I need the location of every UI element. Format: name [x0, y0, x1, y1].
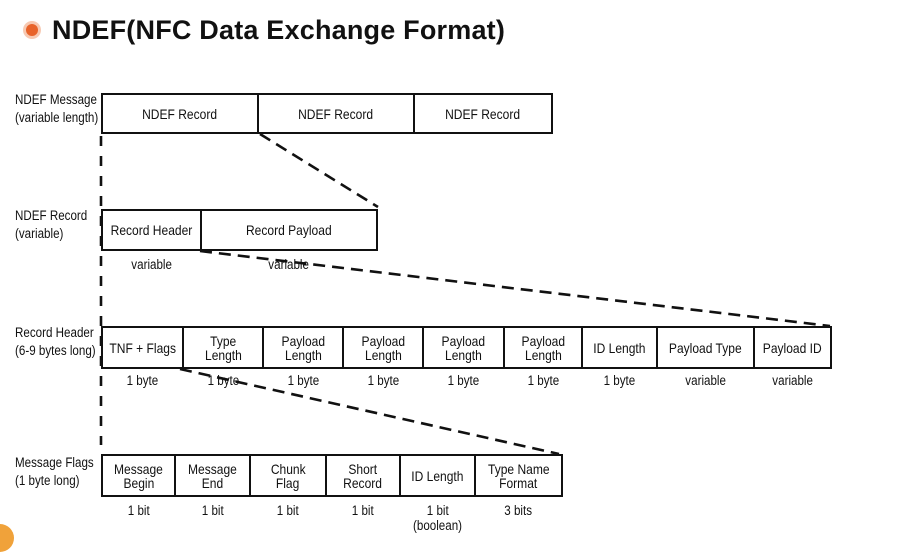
cell-label: End [201, 474, 224, 491]
field-size-label: 1 bit [127, 503, 150, 518]
cell-label: Length [204, 346, 242, 363]
slide-title-bar: NDEF(NFC Data Exchange Format) [26, 10, 505, 50]
message-record-cell: NDEF Record [257, 93, 415, 134]
message-record-cell: NDEF Record [101, 93, 259, 134]
expand-record-dashes [259, 132, 379, 209]
row-label-line: (1 byte long) [15, 473, 80, 488]
field-size-label: 1 byte [527, 373, 559, 388]
field-size-label: 1 byte [603, 373, 636, 388]
cell-label: Message [188, 460, 237, 477]
record-payload-size: variable [268, 257, 310, 272]
cell-label: Record Payload [246, 222, 332, 238]
row-label-line: Message Flags [15, 455, 94, 470]
cell-label: Short [348, 460, 378, 477]
expand-header-dashes [199, 249, 831, 328]
connector-lines [99, 132, 831, 456]
row-label-line: NDEF Record [15, 208, 88, 223]
cell-label: Payload [441, 332, 486, 349]
cell-label: Record Header [110, 222, 193, 238]
cell-label: TNF + Flags [109, 339, 176, 356]
message-flags-label: Message Flags (1 byte long) [15, 454, 94, 490]
cell-label: Format [499, 474, 538, 491]
cell-label: Length [364, 346, 402, 363]
cell-label: Type [209, 332, 237, 349]
cell-label: Length [445, 346, 482, 363]
cell-label: Payload ID [763, 339, 822, 356]
row-label-line: (variable length) [15, 110, 99, 125]
record-header-cell: Record Header [101, 209, 202, 251]
cell-label: Chunk [270, 460, 306, 477]
cell-label: Type Name [487, 460, 550, 477]
cell-label: Length [524, 346, 562, 363]
row-label-line: NDEF Message [15, 92, 97, 107]
field-size-label: 1 bit [352, 503, 374, 518]
cell-label: Payload [281, 332, 325, 349]
cell-label: Begin [123, 474, 154, 491]
flag-field-cell: ID Length [399, 454, 476, 497]
header-field-cell: Payload Type [656, 326, 755, 369]
record-header-label: Record Header (6-9 bytes long) [15, 324, 96, 360]
field-size-label: 1 bit [277, 503, 299, 518]
header-field-cell: ID Length [581, 326, 658, 369]
header-field-cell: Payload ID [753, 326, 832, 369]
bullet-icon [26, 24, 38, 36]
cell-label: ID Length [411, 467, 464, 484]
field-size-label: variable [685, 373, 726, 388]
header-field-cell: TNF + Flags [101, 326, 184, 369]
field-size-label: 3 bits [504, 503, 533, 518]
cell-label: NDEF Record [142, 105, 218, 122]
message-record-cell: NDEF Record [413, 93, 553, 134]
cell-label: NDEF Record [298, 105, 374, 122]
expand-flags-dashes [179, 367, 560, 456]
field-size-label: 1 byte [207, 373, 239, 388]
cell-label: Flag [276, 474, 300, 491]
cell-label: Payload Type [669, 339, 742, 356]
cell-label: Payload [361, 332, 405, 349]
field-size-label: 1 byte [447, 373, 480, 388]
row-label-line: (variable) [15, 226, 64, 241]
cell-label: Message [114, 460, 163, 477]
field-size-label: 1 bit [201, 503, 224, 518]
slide-title: NDEF(NFC Data Exchange Format) [52, 14, 506, 45]
record-payload-cell: Record Payload [200, 209, 378, 251]
row-label-line: Record Header [15, 325, 94, 340]
field-size-label: 1 bit(boolean) [412, 503, 463, 533]
ndef-message-label: NDEF Message (variable length) [15, 91, 98, 127]
cell-label: Length [284, 346, 322, 363]
field-size-label: variable [772, 373, 813, 388]
field-size-label: 1 byte [287, 373, 319, 388]
ndef-record-label: NDEF Record (variable) [15, 207, 87, 243]
cell-label: NDEF Record [445, 105, 521, 122]
record-header-size: variable [131, 257, 172, 272]
cell-label: Record [343, 474, 383, 491]
cell-label: Payload [521, 332, 565, 349]
field-size-label: 1 byte [367, 373, 399, 388]
cell-label: ID Length [593, 339, 646, 356]
row-label-line: (6-9 bytes long) [15, 343, 96, 358]
field-size-label: 1 byte [126, 373, 159, 388]
